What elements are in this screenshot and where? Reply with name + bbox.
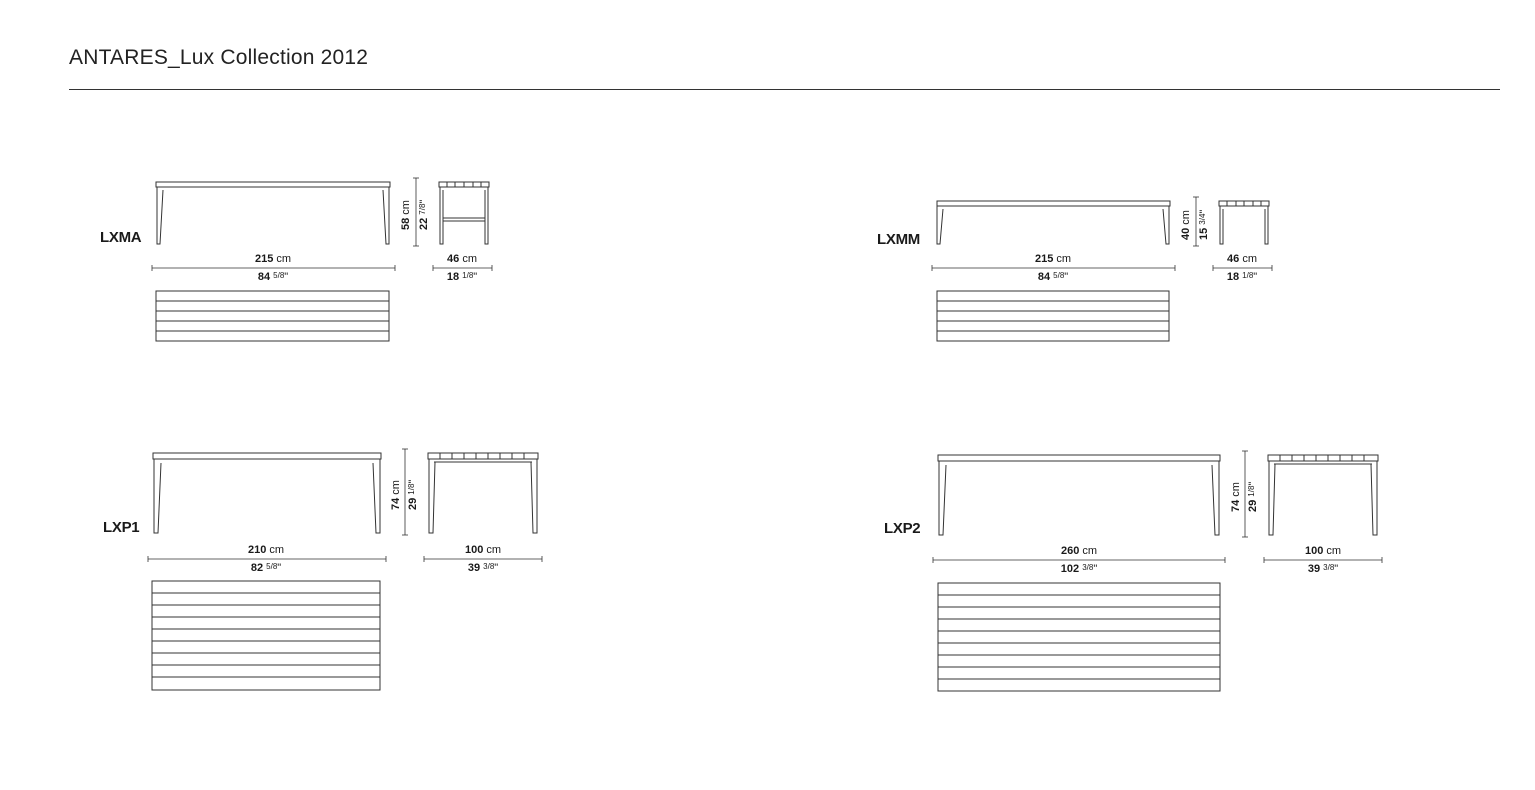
page-title: ANTARES_Lux Collection 2012 [69,46,369,69]
lxmm-front-view [936,200,1171,245]
lxma-height-in: 22 7/8" [418,199,430,230]
lxmm-height-in: 15 3/4" [1198,209,1210,240]
lxma-length-in: 84 5/8" [257,271,289,283]
lxp2-height-cm: 74 cm [1230,482,1242,512]
lxmm-depth-cm: 46 cm [1227,253,1257,265]
lxma-length-cm: 215 cm [254,253,292,265]
header-divider [69,89,1500,90]
product-code-lxma: LXMA [100,229,142,246]
lxma-front-view [155,181,391,245]
lxp2-height-in: 29 1/8" [1247,481,1259,512]
lxp1-height-in: 29 1/8" [407,479,419,510]
lxp1-length-cm: 210 cm [247,544,285,556]
lxp1-dimension-lines [147,448,543,562]
lxmm-dimension-lines [931,196,1273,271]
lxmm-length-cm: 215 cm [1034,253,1072,265]
lxp2-plan-view [937,582,1221,692]
lxmm-depth-in: 18 1/8" [1226,271,1258,283]
lxp1-side-view [427,452,539,534]
lxp1-front-view [152,452,382,534]
lxp2-front-view [937,454,1221,536]
lxp2-length-cm: 260 cm [1060,545,1098,557]
lxp2-side-view [1267,454,1379,536]
lxp1-length-in: 82 5/8" [250,562,282,574]
lxma-depth-in: 18 1/8" [446,271,478,283]
lxp1-depth-in: 39 3/8" [467,562,499,574]
lxp2-depth-in: 39 3/8" [1307,563,1339,575]
lxma-depth-cm: 46 cm [447,253,477,265]
product-code-lxp2: LXP2 [884,520,921,537]
lxmm-plan-view [936,290,1170,342]
lxp2-length-in: 102 3/8" [1060,563,1098,575]
product-code-lxmm: LXMM [877,231,920,248]
lxp2-dimension-lines [932,450,1383,563]
lxp1-height-cm: 74 cm [390,480,402,510]
lxmm-height-cm: 40 cm [1180,210,1192,240]
lxp1-depth-cm: 100 cm [464,544,502,556]
lxp1-plan-view [151,580,381,691]
lxma-height-cm: 58 cm [400,200,412,230]
lxma-side-view [438,181,490,245]
lxma-dimension-lines [151,177,493,271]
lxma-plan-view [155,290,390,342]
lxmm-length-in: 84 5/8" [1037,271,1069,283]
product-code-lxp1: LXP1 [103,519,140,536]
lxp2-depth-cm: 100 cm [1304,545,1342,557]
lxmm-side-view [1218,200,1270,245]
